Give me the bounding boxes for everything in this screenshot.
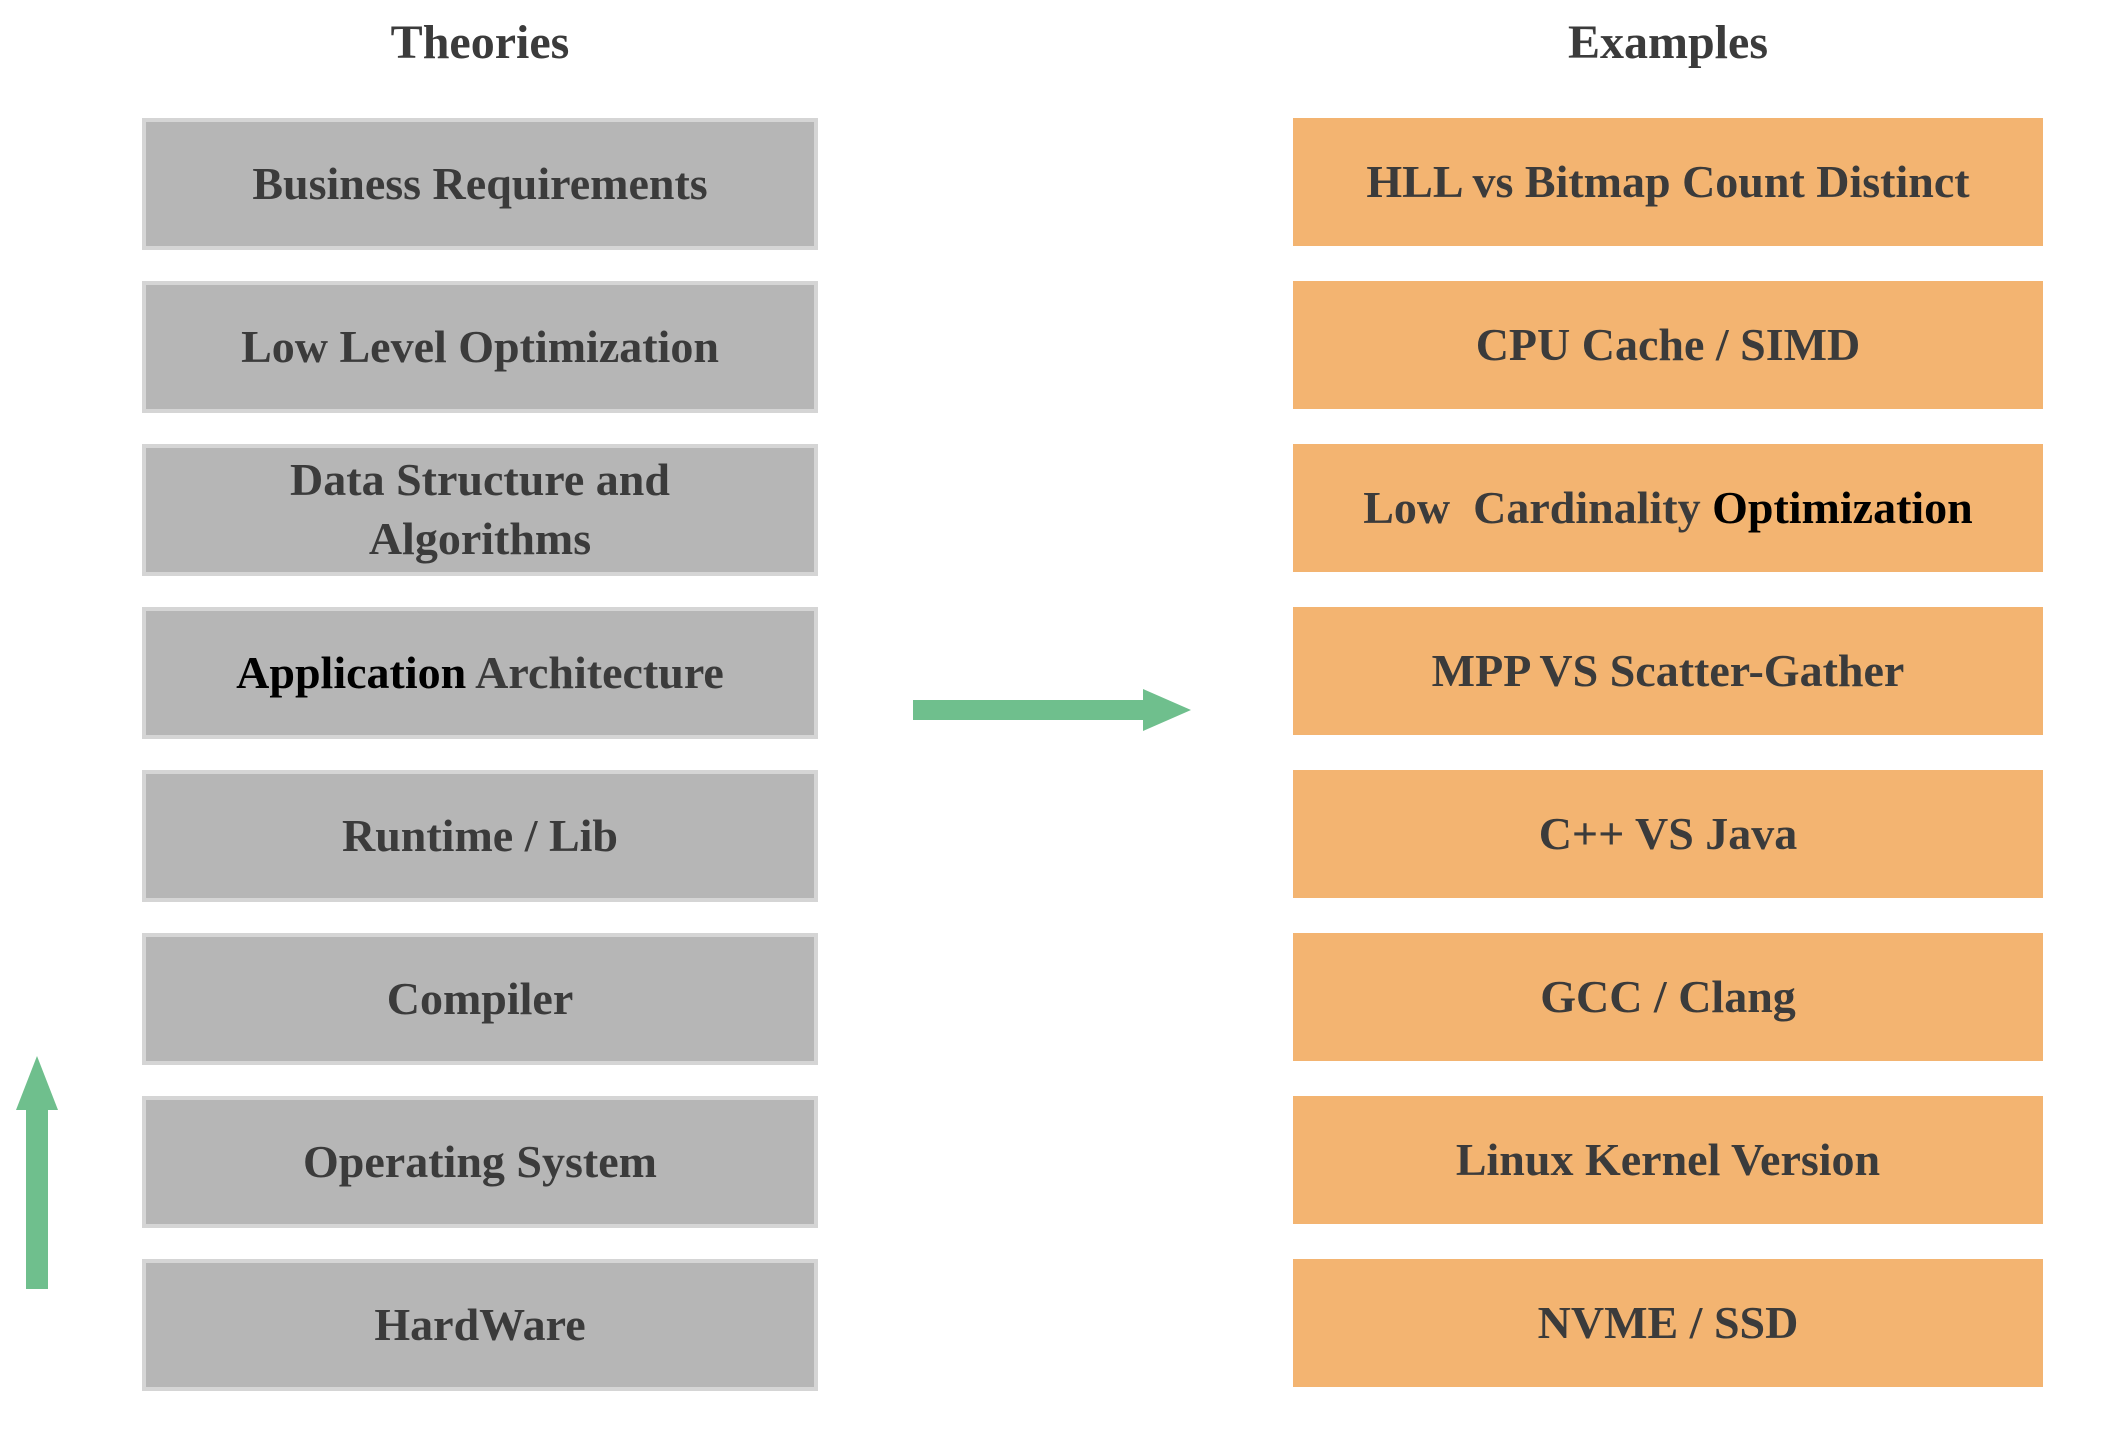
box-label: Data Structure and Algorithms [290, 451, 670, 569]
theory-box: Low Level Optimization [142, 281, 818, 413]
box-label-segment: Low Cardinality [1363, 481, 1713, 533]
example-box: Low Cardinality Optimization [1293, 444, 2043, 572]
box-label: GCC / Clang [1540, 968, 1796, 1027]
box-label-segment: Compiler [386, 972, 574, 1024]
theory-box: Runtime / Lib [142, 770, 818, 902]
box-label-segment: Operating System [303, 1135, 657, 1187]
box-label-segment: C++ VS Java [1538, 807, 1798, 859]
up-arrow-head [16, 1056, 58, 1110]
box-label-segment: Application [236, 646, 467, 698]
box-label: Compiler [387, 970, 574, 1029]
box-label: Operating System [303, 1133, 657, 1192]
box-label-segment: HardWare [374, 1298, 586, 1350]
example-box: NVME / SSD [1293, 1259, 2043, 1387]
box-label: Application Architecture [236, 644, 724, 703]
box-label: C++ VS Java [1539, 805, 1798, 864]
box-label-segment: Linux Kernel Version [1455, 1133, 1881, 1185]
box-label: NVME / SSD [1538, 1294, 1799, 1353]
box-label: Linux Kernel Version [1456, 1131, 1880, 1190]
box-label-segment: Business Requirements [252, 157, 708, 209]
box-label-segment: CPU Cache / SIMD [1475, 318, 1861, 370]
theories-title: Theories [390, 15, 570, 69]
theory-box: Operating System [142, 1096, 818, 1228]
right-arrow-head [1143, 689, 1191, 731]
examples-title: Examples [1567, 15, 1768, 69]
example-box: MPP VS Scatter-Gather [1293, 607, 2043, 735]
theory-box: Compiler [142, 933, 818, 1065]
box-label: Business Requirements [252, 155, 707, 214]
up-arrow-shaft [26, 1110, 48, 1289]
box-label-segment: MPP VS Scatter-Gather [1431, 644, 1905, 696]
box-label-segment: NVME / SSD [1537, 1296, 1799, 1348]
box-label: HardWare [374, 1296, 585, 1355]
right-arrow-shaft [913, 700, 1143, 720]
right-arrow-icon [913, 689, 1191, 731]
theory-box: Application Architecture [142, 607, 818, 739]
box-label: HLL vs Bitmap Count Distinct [1366, 153, 1969, 212]
example-box: CPU Cache / SIMD [1293, 281, 2043, 409]
theory-box: Data Structure and Algorithms [142, 444, 818, 576]
box-label-segment: Low Level Optimization [241, 320, 719, 372]
theory-box: HardWare [142, 1259, 818, 1391]
theory-box: Business Requirements [142, 118, 818, 250]
example-box: C++ VS Java [1293, 770, 2043, 898]
example-box: GCC / Clang [1293, 933, 2043, 1061]
box-label: Runtime / Lib [342, 807, 618, 866]
box-label: MPP VS Scatter-Gather [1432, 642, 1905, 701]
box-label: Low Level Optimization [241, 318, 719, 377]
box-label-segment: HLL vs Bitmap Count Distinct [1366, 155, 1970, 207]
box-label-segment: Architecture [466, 646, 724, 698]
box-label-segment: GCC / Clang [1540, 970, 1796, 1022]
example-box: HLL vs Bitmap Count Distinct [1293, 118, 2043, 246]
box-label-segment: Runtime / Lib [341, 809, 619, 861]
box-label-segment: Optimization [1712, 481, 1973, 533]
box-label-segment: Data Structure and Algorithms [290, 454, 670, 564]
box-label: CPU Cache / SIMD [1476, 316, 1861, 375]
box-label: Low Cardinality Optimization [1363, 479, 1973, 538]
up-arrow-icon [16, 1056, 58, 1289]
example-box: Linux Kernel Version [1293, 1096, 2043, 1224]
